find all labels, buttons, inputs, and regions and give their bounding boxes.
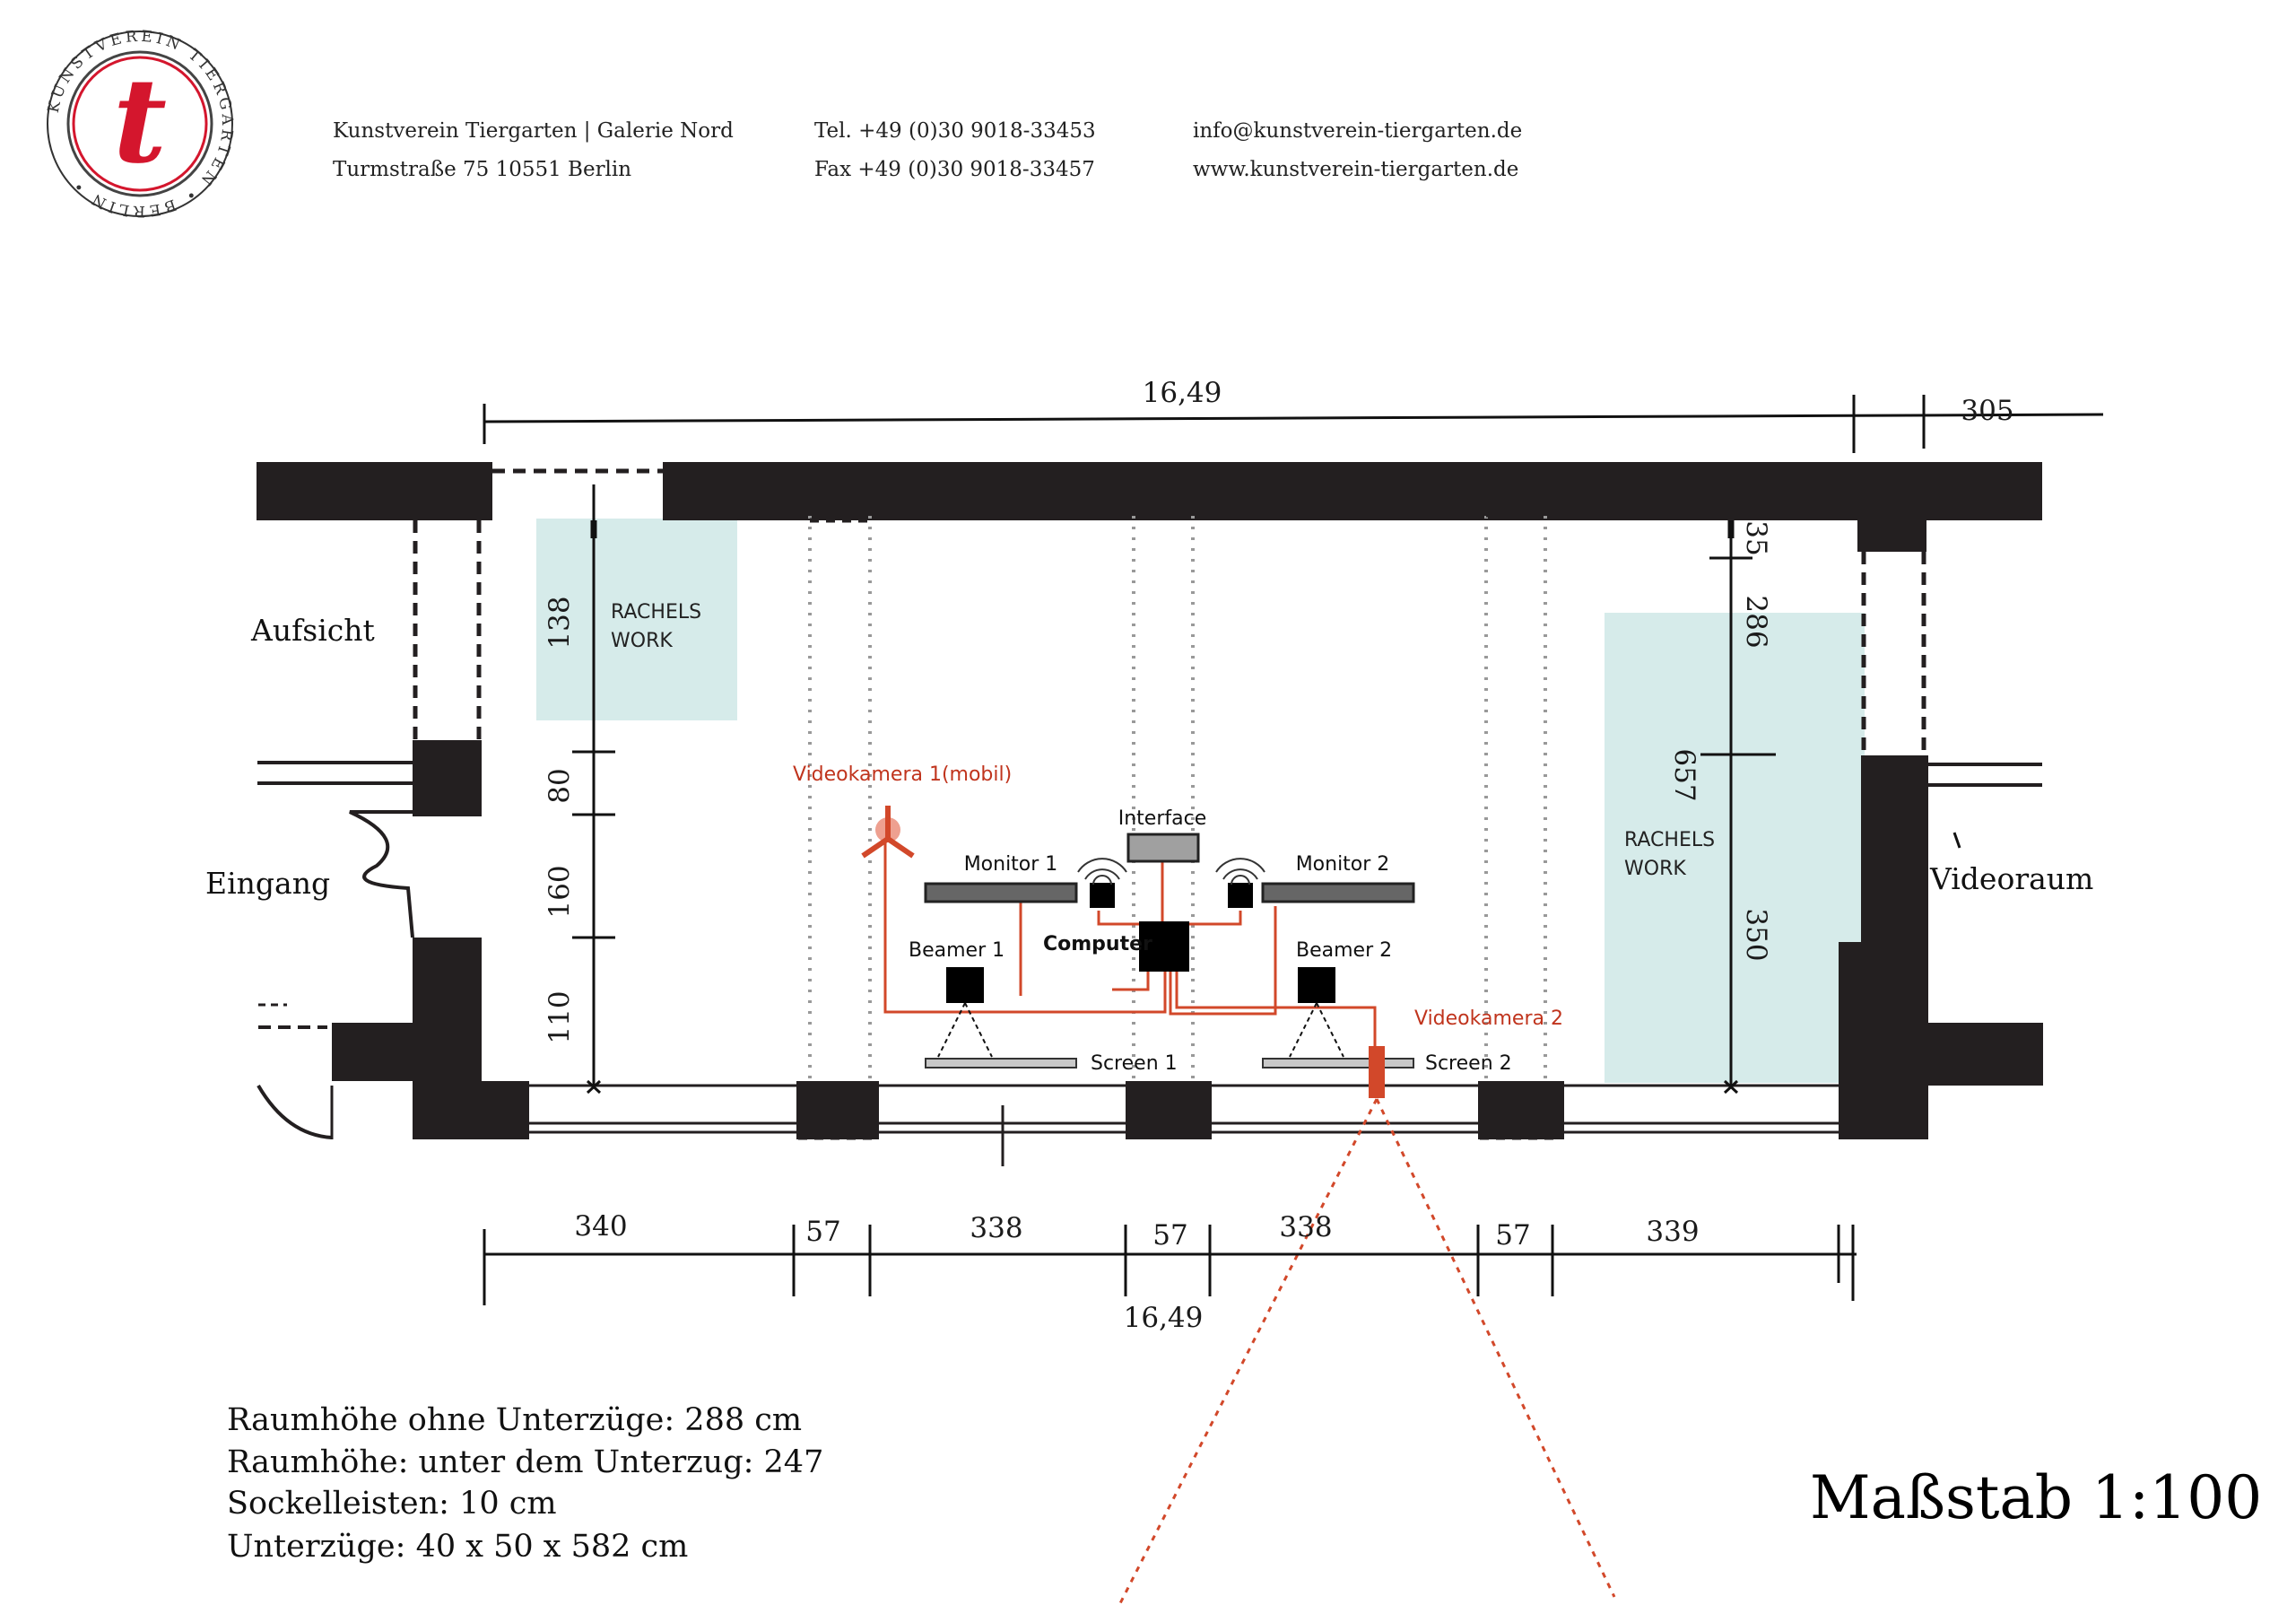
top-right-label: 305 <box>1961 395 2013 427</box>
bottom-seg-57a: 57 <box>805 1216 840 1248</box>
videoraum-tick <box>1952 832 1961 849</box>
right-pier-step <box>1926 1023 2043 1086</box>
logo-red-ring <box>72 56 208 192</box>
speaker-2 <box>1215 858 1265 908</box>
videokamera-1 <box>861 806 915 859</box>
left-dim-160: 160 <box>544 865 576 918</box>
right-dim-286: 286 <box>1740 595 1772 648</box>
right-dim-657: 657 <box>1668 748 1700 801</box>
note-room-height-beam: Raumhöhe: unter dem Unterzug: 247 <box>227 1444 823 1480</box>
computer-label: Computer <box>1043 933 1152 955</box>
videokamera-2-label: Videokamera 2 <box>1414 1007 1563 1030</box>
room-label-videoraum: Videoraum <box>1929 861 2093 896</box>
side-windows <box>257 761 2042 787</box>
beamer-2-box <box>1298 967 1335 1003</box>
bottom-length-label: 16,49 <box>1124 1302 1204 1334</box>
logo-inner-ring <box>66 50 213 197</box>
beam-caps <box>798 509 1561 1140</box>
bottom-wall-seg-5 <box>1839 1081 1928 1139</box>
monitor-2-bar <box>1261 882 1415 903</box>
bottom-seg-339: 339 <box>1646 1216 1699 1248</box>
screen-1-label: Screen 1 <box>1091 1052 1178 1075</box>
top-length-label: 16,49 <box>1143 377 1222 409</box>
bottom-wall-seg-4 <box>1478 1081 1564 1139</box>
interface-box <box>1126 833 1200 863</box>
dashed-openings <box>413 468 1926 755</box>
note-beams: Unterzüge: 40 x 50 x 582 cm <box>227 1529 688 1565</box>
room-label-eingang: Eingang <box>205 866 330 901</box>
right-pier-upper <box>1861 755 1928 946</box>
screen-2-bar <box>1262 1058 1414 1069</box>
org-address: Turmstraße 75 10551 Berlin <box>333 158 631 181</box>
entrance-door <box>349 810 414 938</box>
left-pier-step <box>332 1023 422 1081</box>
web-link[interactable]: www.kunstverein-tiergarten.de <box>1193 158 1518 181</box>
beamer-1-box <box>946 967 984 1003</box>
org-name: Kunstverein Tiergarten | Galerie Nord <box>333 119 734 143</box>
camera-2-field-of-view <box>1118 1098 1616 1605</box>
left-dimension <box>572 484 615 1095</box>
work-left-line2: WORK <box>611 630 673 652</box>
monitor-1-bar <box>924 882 1078 903</box>
top-right-pier <box>1857 516 1926 552</box>
work-right-line1: RACHELS <box>1624 829 1715 851</box>
note-room-height: Raumhöhe ohne Unterzüge: 288 cm <box>227 1402 802 1438</box>
bottom-dimension <box>483 1225 1857 1305</box>
speaker-1 <box>1077 858 1127 908</box>
bottom-wall-seg-1 <box>413 1081 529 1139</box>
screen-1-bar <box>925 1058 1077 1069</box>
scale-label: Maßstab 1:100 <box>1810 1463 2262 1532</box>
lower-door-swing <box>257 1084 333 1139</box>
work-left-line1: RACHELS <box>611 601 701 624</box>
beamer-1-label: Beamer 1 <box>909 939 1004 962</box>
logo-letter: t <box>113 52 167 189</box>
room-label-aufsicht: Aufsicht <box>250 613 375 648</box>
bottom-seg-338a: 338 <box>970 1212 1022 1244</box>
bottom-wall-seg-2 <box>796 1081 879 1139</box>
screen-2-label: Screen 2 <box>1425 1052 1512 1075</box>
cables <box>883 839 1377 1050</box>
bottom-windows <box>529 1084 1839 1166</box>
projection-lines <box>937 1002 1344 1058</box>
left-pier-upper <box>413 740 482 816</box>
bottom-seg-340: 340 <box>574 1210 627 1243</box>
beamer-2-label: Beamer 2 <box>1296 939 1392 962</box>
walls <box>257 462 2043 1139</box>
beam-lines <box>808 516 1547 1081</box>
interface-label: Interface <box>1118 807 1207 830</box>
left-dim-110: 110 <box>544 990 576 1043</box>
right-dimension <box>1700 520 1776 1095</box>
videokamera-1-label: Videokamera 1(mobil) <box>793 763 1012 786</box>
monitor-2-label: Monitor 2 <box>1296 853 1390 876</box>
bottom-seg-57b: 57 <box>1152 1219 1187 1252</box>
rachels-work-area-right <box>1605 613 1865 1083</box>
monitor-1-label: Monitor 1 <box>964 853 1058 876</box>
bottom-seg-57c: 57 <box>1495 1219 1530 1252</box>
email-link[interactable]: info@kunstverein-tiergarten.de <box>1193 119 1522 143</box>
top-dimension <box>483 395 2104 453</box>
top-wall-right <box>663 462 2042 520</box>
fax-number: Fax +49 (0)30 9018-33457 <box>814 158 1095 181</box>
left-dim-138: 138 <box>544 596 576 649</box>
bottom-seg-338b: 338 <box>1279 1211 1332 1243</box>
videokamera-2-body <box>1369 1046 1385 1098</box>
note-skirting: Sockelleisten: 10 cm <box>227 1486 557 1522</box>
rachels-work-area-left <box>536 519 737 720</box>
right-dim-35: 35 <box>1740 520 1772 555</box>
right-dim-350: 350 <box>1740 908 1772 961</box>
tel-number: Tel. +49 (0)30 9018-33453 <box>814 119 1096 143</box>
computer-box <box>1139 921 1189 972</box>
work-right-line2: WORK <box>1624 858 1686 880</box>
logo-outer-ring <box>47 31 233 217</box>
bottom-wall-seg-3 <box>1126 1081 1212 1139</box>
logo: KUNSTVEREIN TIERGARTEN • BERLIN • t <box>45 28 233 220</box>
left-dim-80: 80 <box>544 768 576 803</box>
top-wall-left <box>257 462 492 520</box>
